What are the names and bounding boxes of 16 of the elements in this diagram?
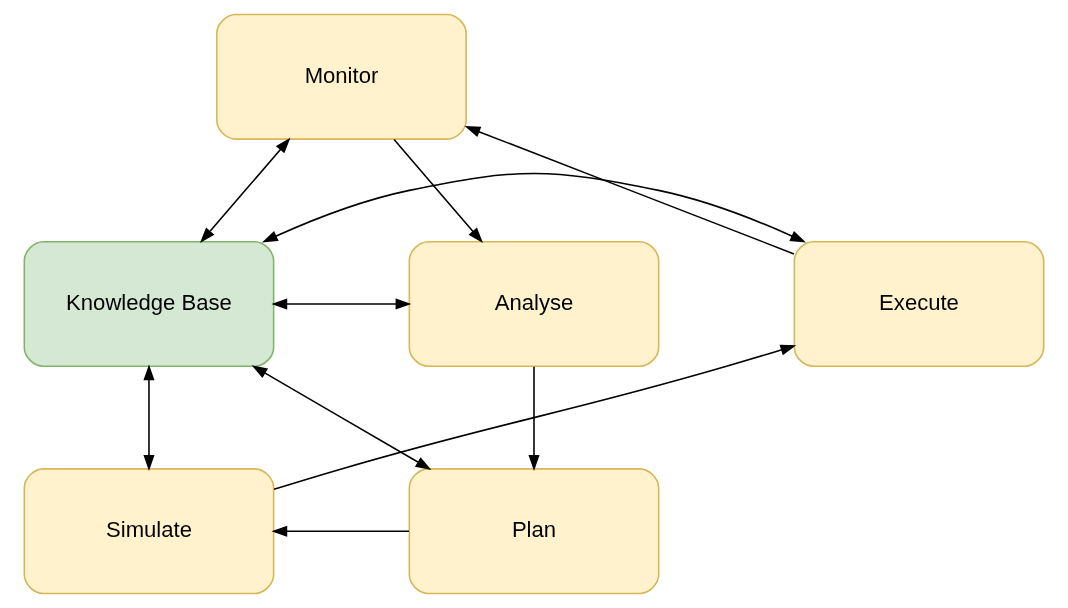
arrow <box>528 366 540 471</box>
arrow <box>271 298 412 310</box>
node-box: Plan <box>408 468 660 595</box>
arrow <box>251 365 432 470</box>
node-box: Execute <box>793 240 1045 368</box>
arrow <box>143 364 155 471</box>
arrow <box>199 137 291 244</box>
arrow <box>464 126 795 255</box>
node-box: Monitor <box>216 13 467 140</box>
node-box: Simulate <box>23 468 275 595</box>
arrow <box>262 172 806 243</box>
arrow <box>393 138 483 244</box>
arrow <box>271 525 410 537</box>
node-box: Knowledge Base <box>23 240 275 368</box>
node-box: Analyse <box>408 240 660 368</box>
arrow <box>273 344 797 491</box>
